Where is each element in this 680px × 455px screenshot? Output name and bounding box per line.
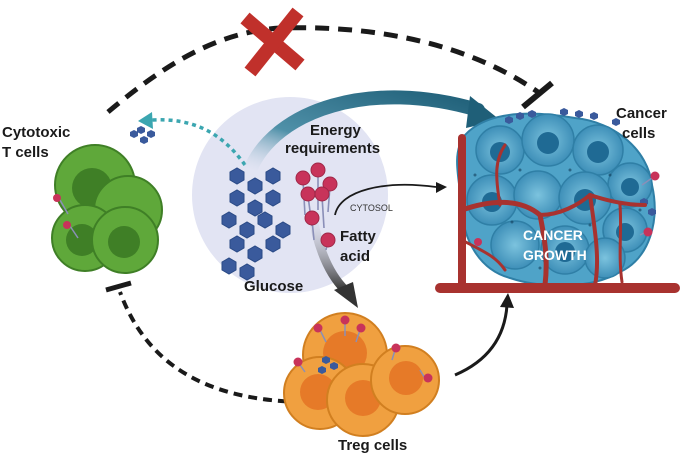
cancer-cells-label-line1: Cancer [616, 105, 667, 122]
glucose-label: Glucose [244, 278, 303, 295]
treg-cells-cluster [283, 312, 440, 437]
treg-to-cancer-arrow [454, 304, 509, 377]
glucose-hexagons-icon [221, 167, 291, 281]
cytosol-to-cancer-arrow [334, 184, 437, 216]
treg-inhibition-dashed-arc [118, 291, 303, 404]
cancer-growth-label-line1: CANCER [523, 227, 583, 243]
vessel-lipid-icon [474, 238, 482, 246]
treg-to-cancer-arrowhead [500, 293, 514, 308]
energy-label-line2: requirements [285, 140, 380, 157]
cytosol-arrowhead [436, 182, 447, 193]
blood-vessels [435, 134, 680, 293]
tcell-dotted-arrowhead [138, 112, 153, 129]
cytotoxic-label-line1: Cytotoxic [2, 124, 70, 141]
treg-label: Treg cells [338, 437, 407, 454]
cancer-cells-label-line2: cells [622, 125, 655, 142]
cytosol-label: CYTOSOL [350, 203, 393, 213]
glucose-to-tcell-dotted-arrow [151, 118, 247, 167]
treg-inhibition-bar-icon [105, 280, 132, 293]
top-inhibition-bar-icon [521, 80, 554, 110]
fatty-acid-lipids-icon [295, 162, 338, 251]
glucose-to-cancer-big-arrow [243, 90, 485, 177]
cytotoxic-label-line2: T cells [2, 144, 49, 161]
fatty-label-line2: acid [340, 248, 370, 265]
red-x-icon [240, 7, 305, 77]
cancer-growth-label-line2: GROWTH [523, 247, 587, 263]
cytotoxic-t-cells-cluster [51, 126, 163, 274]
fatty-to-treg-arrowhead [334, 282, 358, 308]
energy-label-line1: Energy [310, 122, 362, 139]
fatty-label-line1: Fatty [340, 228, 376, 245]
